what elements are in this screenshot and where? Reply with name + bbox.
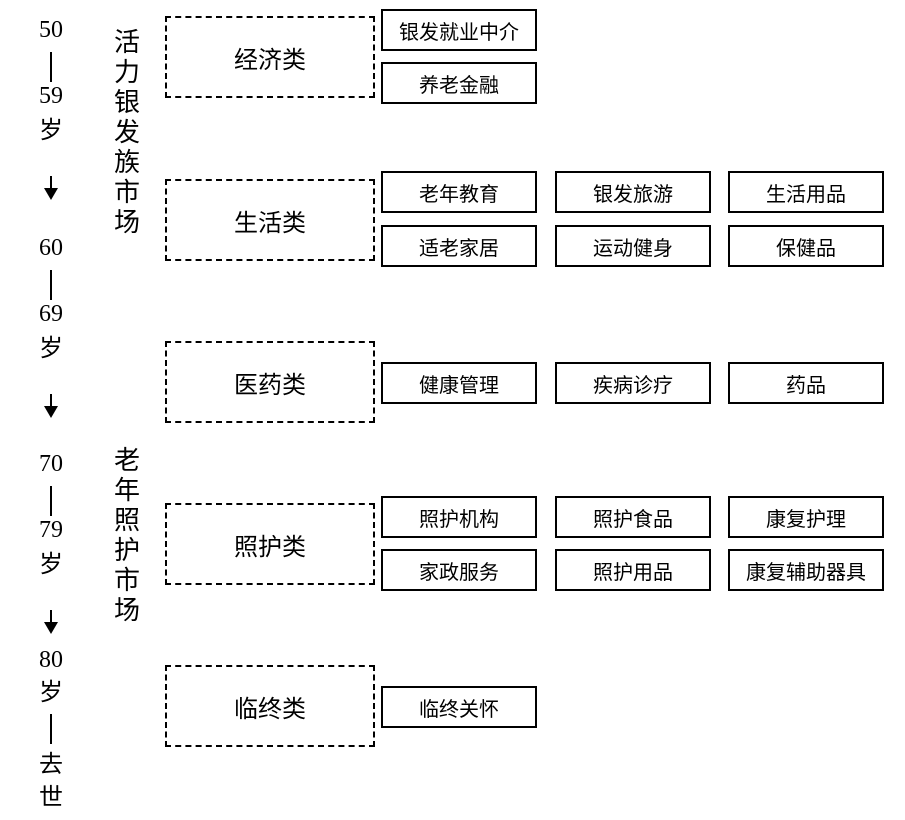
item-box: 养老金融 [381,62,537,104]
item-box: 照护食品 [555,496,711,538]
age-end: 去世 [39,750,63,811]
age-start: 80 [39,647,63,673]
age-range-bar [50,270,52,300]
age-unit: 岁 [39,334,63,362]
age-end: 59 [39,83,63,109]
age-start: 50 [39,17,63,43]
item-box: 康复辅助器具 [728,549,884,591]
age-stage-70-79: 70 79 岁 [30,452,72,582]
item-box: 运动健身 [555,225,711,267]
age-stage-60-69: 60 69 岁 [30,236,72,366]
age-end: 69 [39,301,63,327]
item-box: 照护机构 [381,496,537,538]
category-economic: 经济类 [165,16,375,98]
age-stage-50-59: 50 59 岁 [30,18,72,148]
timeline-arrow-shaft [50,610,52,624]
item-box: 生活用品 [728,171,884,213]
age-range-bar [50,486,52,516]
category-end-of-life: 临终类 [165,665,375,747]
age-range-bar [50,714,52,744]
age-unit: 岁 [39,678,63,706]
age-unit: 岁 [39,550,63,578]
item-box: 银发旅游 [555,171,711,213]
timeline-arrow-shaft [50,394,52,408]
item-box: 保健品 [728,225,884,267]
age-end: 79 [39,517,63,543]
item-box: 老年教育 [381,171,537,213]
age-stage-80-plus: 80 岁 去世 [30,648,72,814]
item-box: 临终关怀 [381,686,537,728]
item-box: 健康管理 [381,362,537,404]
age-range-bar [50,52,52,82]
market-label-active-silver: 活力银发族市场 [113,28,140,238]
down-arrow-icon [44,406,58,418]
age-start: 70 [39,451,63,477]
item-box: 照护用品 [555,549,711,591]
item-box: 适老家居 [381,225,537,267]
item-box: 药品 [728,362,884,404]
item-box: 家政服务 [381,549,537,591]
item-box: 疾病诊疗 [555,362,711,404]
category-care: 照护类 [165,503,375,585]
age-start: 60 [39,235,63,261]
market-label-elderly-care: 老年照护市场 [113,446,140,626]
down-arrow-icon [44,188,58,200]
age-unit: 岁 [39,116,63,144]
category-medical: 医药类 [165,341,375,423]
item-box: 银发就业中介 [381,9,537,51]
category-living: 生活类 [165,179,375,261]
timeline-arrow-shaft [50,176,52,190]
down-arrow-icon [44,622,58,634]
item-box: 康复护理 [728,496,884,538]
